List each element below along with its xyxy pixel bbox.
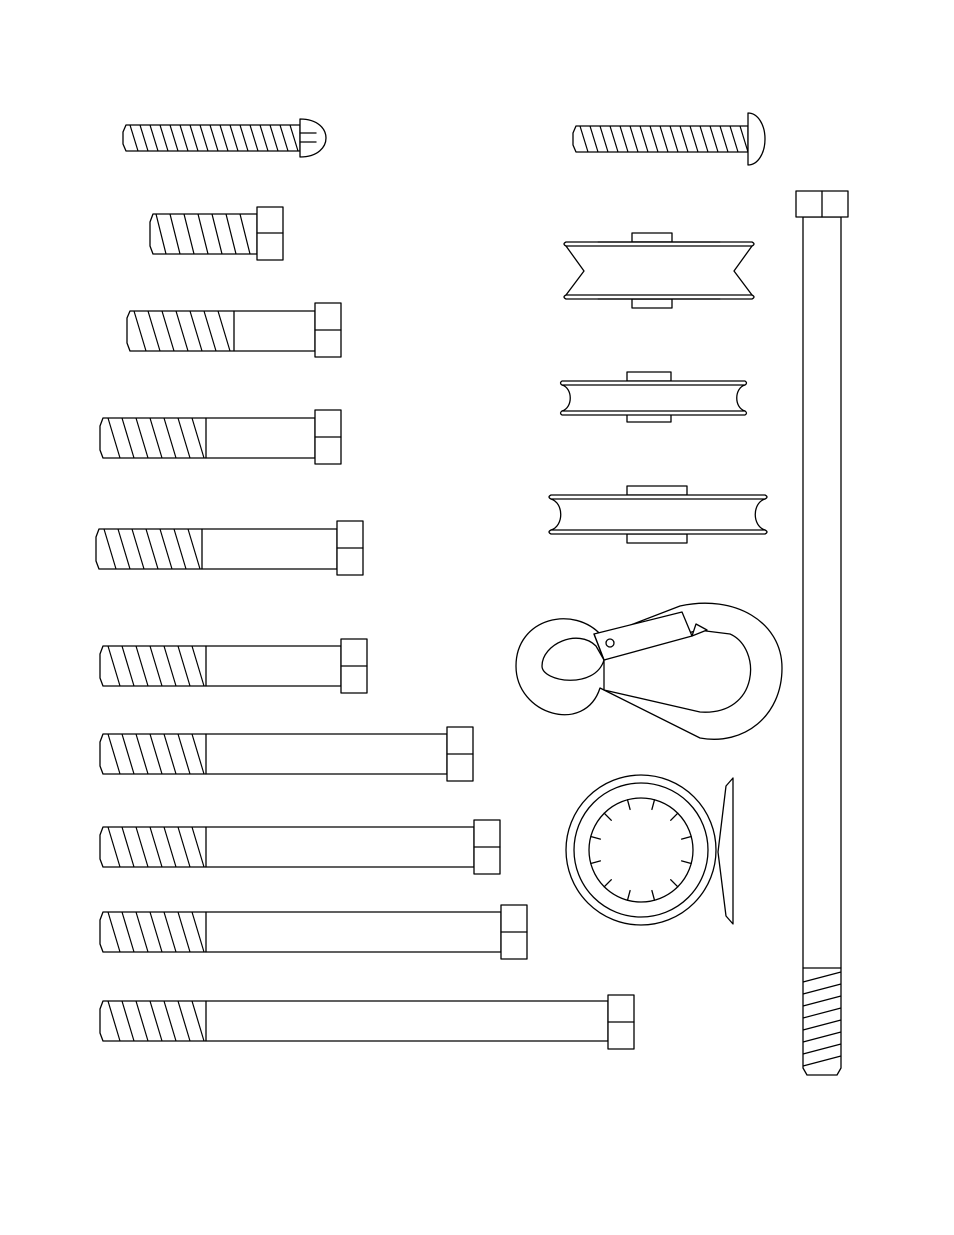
hex-bolt-2 (100, 410, 341, 464)
hex-bolt-7 (100, 905, 527, 959)
hex-bolt-4 (100, 639, 367, 693)
large-pulley (549, 486, 767, 543)
hex-bolt-6 (100, 820, 500, 874)
hex-bolt-5 (100, 727, 473, 781)
snap-hook (516, 603, 782, 739)
hex-bolt-3 (96, 521, 363, 575)
v-groove-pulley (564, 233, 754, 308)
carriage-bolt (573, 113, 765, 165)
hex-bolt-long (100, 995, 634, 1049)
hex-bolt-short (150, 207, 283, 260)
small-pulley (561, 372, 747, 422)
hex-bolt-1 (127, 303, 341, 357)
round-head-screw (123, 119, 326, 157)
extra-long-hex-bolt (796, 191, 848, 1075)
star-lock-washer (566, 775, 733, 925)
